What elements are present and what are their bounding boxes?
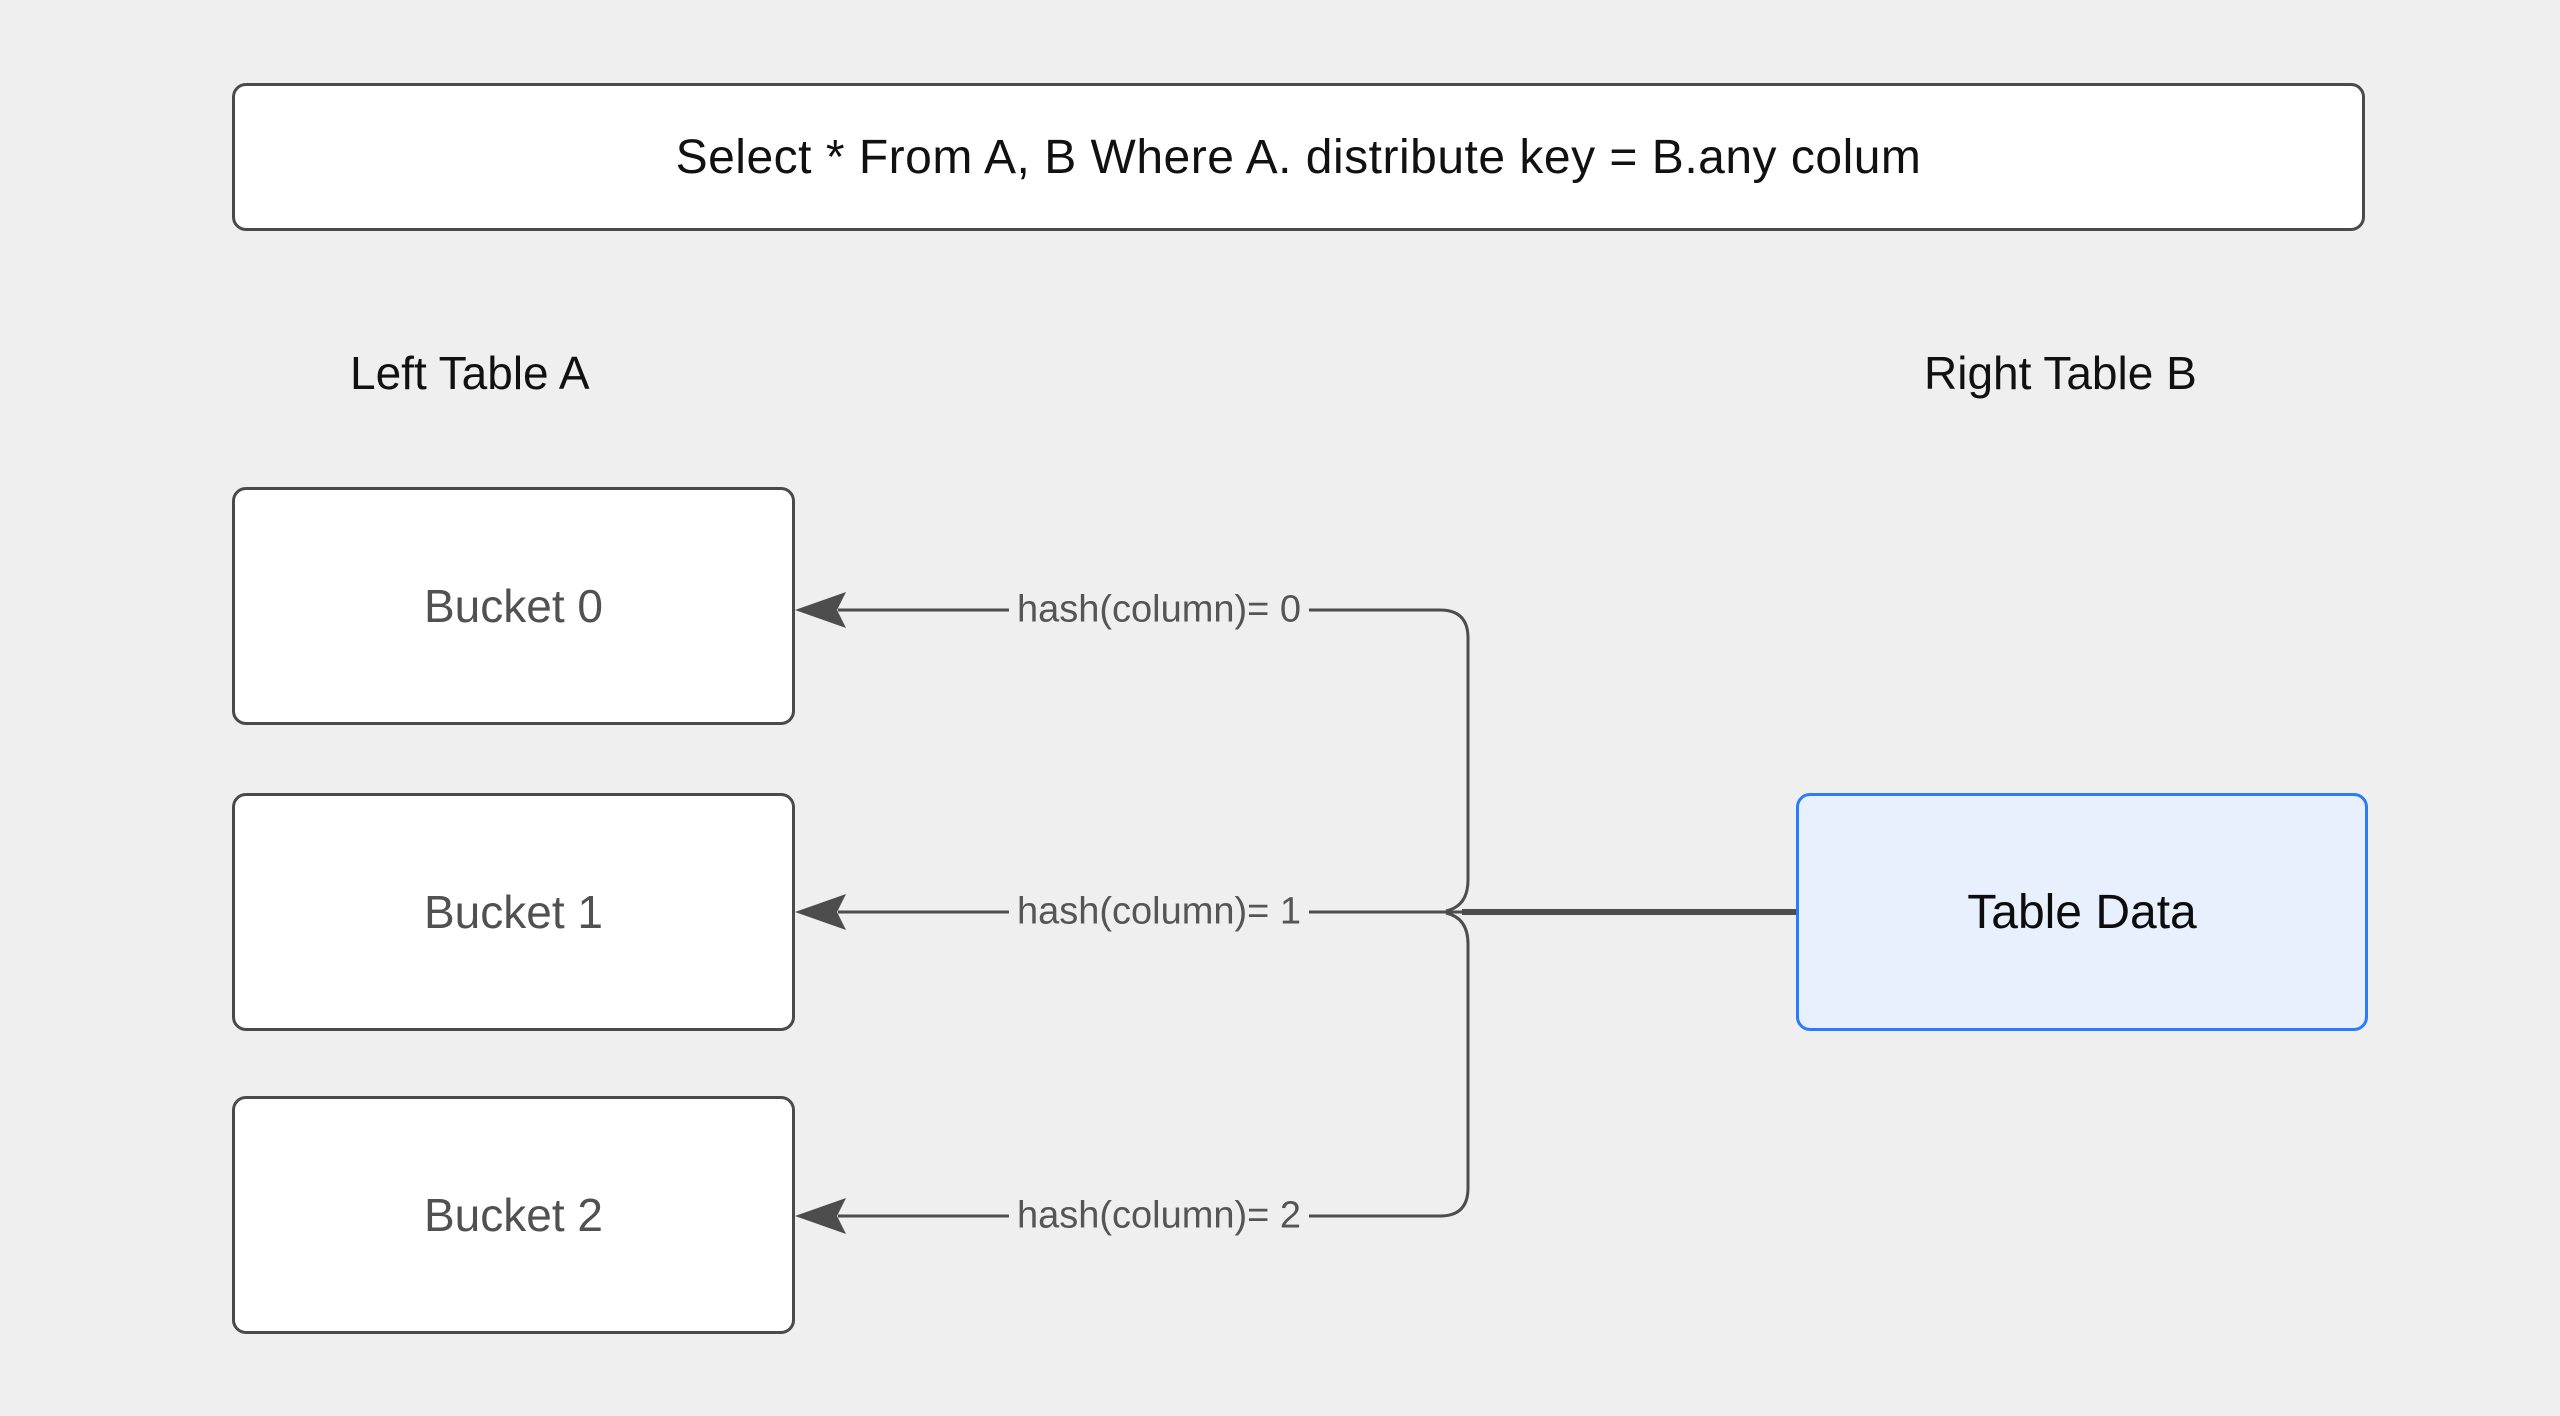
query-box: Select * From A, B Where A. distribute k… xyxy=(232,83,2365,231)
bucket-0-box: Bucket 0 xyxy=(232,487,795,725)
edge-label-hash-0: hash(column)= 0 xyxy=(1008,586,1310,634)
table-data-box: Table Data xyxy=(1796,793,2368,1031)
bucket-2-box: Bucket 2 xyxy=(232,1096,795,1334)
bucket-1-label: Bucket 1 xyxy=(424,886,603,938)
bucket-2-label: Bucket 2 xyxy=(424,1189,603,1241)
bucket-0-label: Bucket 0 xyxy=(424,580,603,632)
edge-label-hash-2: hash(column)= 2 xyxy=(1008,1192,1310,1240)
arrowhead-bucket-0 xyxy=(795,592,846,628)
arrowhead-bucket-2 xyxy=(795,1198,846,1234)
right-table-title: Right Table B xyxy=(1924,347,2197,399)
table-data-label: Table Data xyxy=(1967,885,2197,939)
arrowhead-bucket-1 xyxy=(795,894,846,930)
edge-line-bucket-2 xyxy=(838,911,1470,1218)
edge-label-hash-1: hash(column)= 1 xyxy=(1008,888,1310,936)
query-text: Select * From A, B Where A. distribute k… xyxy=(675,130,1922,184)
left-table-title: Left Table A xyxy=(350,347,590,399)
bucket-1-box: Bucket 1 xyxy=(232,793,795,1031)
edge-line-bucket-0 xyxy=(838,608,1470,913)
